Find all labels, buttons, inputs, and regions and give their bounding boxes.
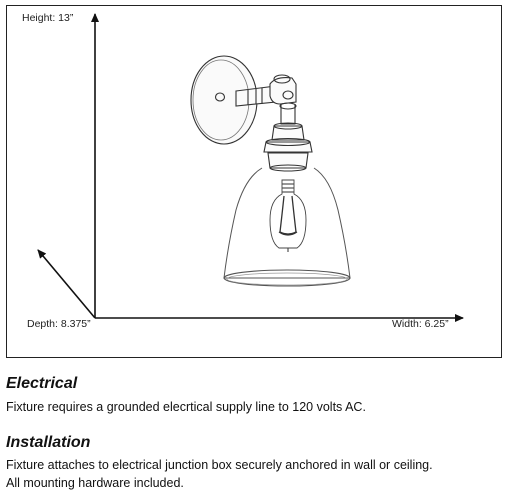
depth-axis bbox=[37, 249, 96, 319]
wall-sconce-illustration bbox=[190, 55, 351, 287]
installation-description-line-2: All mounting hardware included. bbox=[6, 476, 184, 490]
edison-bulb bbox=[269, 179, 307, 249]
installation-heading: Installation bbox=[6, 434, 91, 451]
installation-description-line-1: Fixture attaches to electrical junction … bbox=[6, 458, 433, 472]
electrical-heading: Electrical bbox=[6, 375, 78, 392]
height-dimension-label: Height: 13” bbox=[22, 12, 74, 24]
width-dimension-label: Width: 6.25” bbox=[392, 318, 449, 330]
electrical-description: Fixture requires a grounded elecrtical s… bbox=[6, 400, 366, 414]
depth-dimension-label: Depth: 8.375” bbox=[27, 318, 91, 330]
glass-shade bbox=[223, 167, 351, 279]
diagram-frame bbox=[6, 5, 502, 358]
